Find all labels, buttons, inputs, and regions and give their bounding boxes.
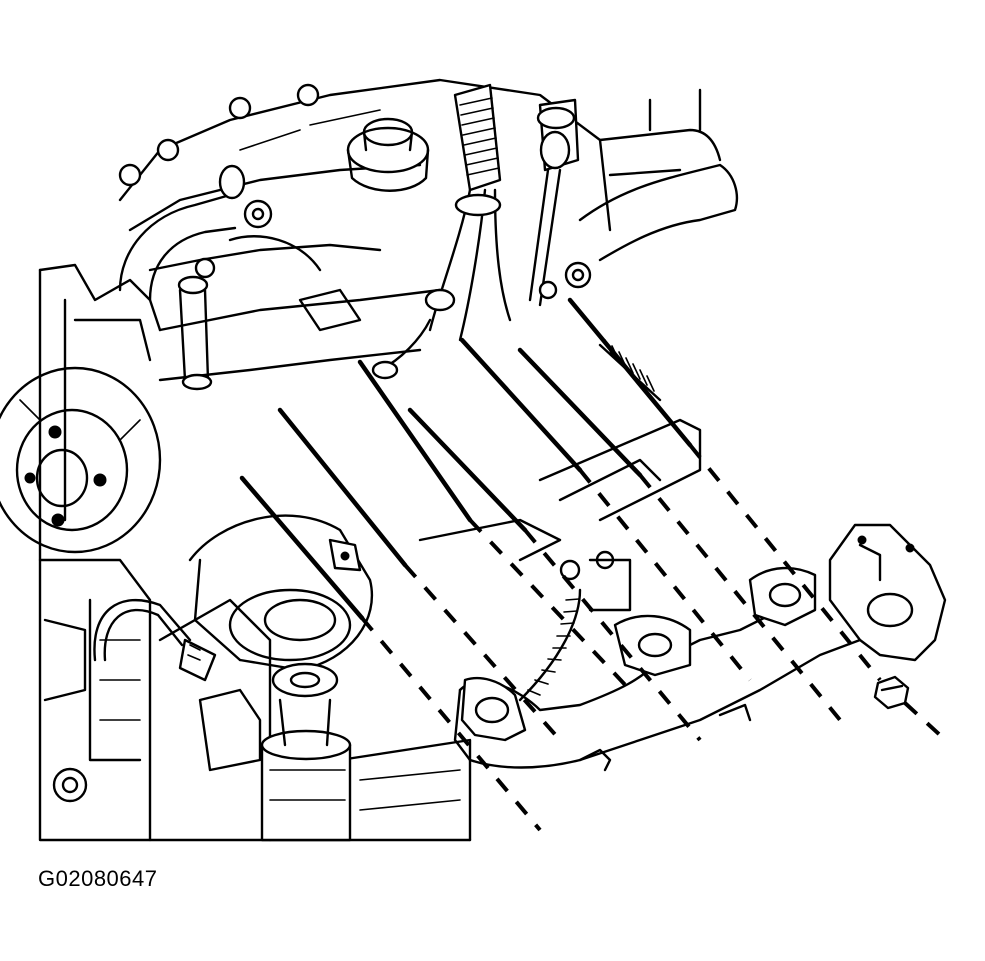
exhaust-manifold <box>453 523 947 772</box>
figure-id-label: G02080647 <box>38 866 158 891</box>
alignment-guide-lines <box>239 297 942 832</box>
cylinder-head <box>118 78 612 391</box>
manifold-nut <box>873 675 910 710</box>
oil-fill-cap <box>346 117 430 192</box>
oil-filter <box>260 662 352 842</box>
upper-coolant-hose <box>578 88 739 262</box>
alternator <box>93 514 373 682</box>
spark-plug-wire-boots <box>371 83 580 380</box>
crankshaft-pulley <box>0 366 162 554</box>
flywheel-ring-gear <box>518 588 582 702</box>
manifold-studs <box>418 261 702 612</box>
